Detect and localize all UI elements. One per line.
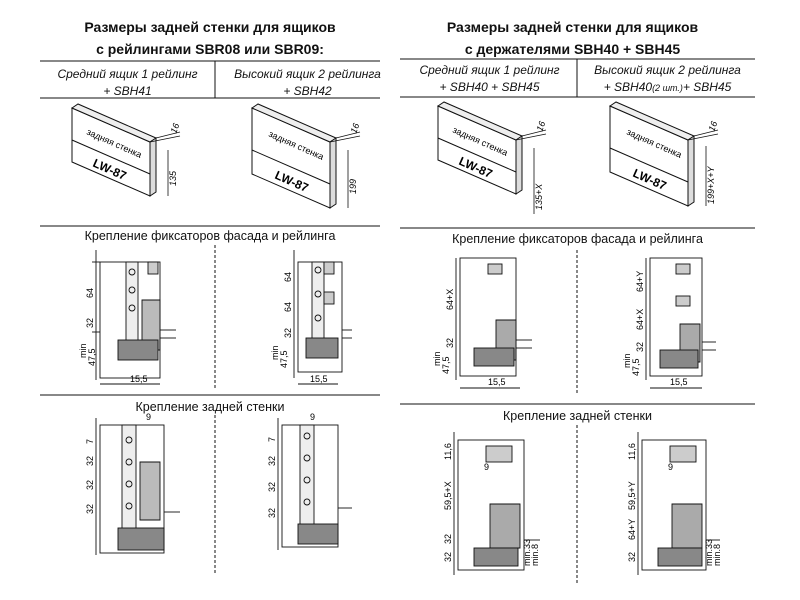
back-detail-r1	[453, 432, 540, 575]
dim-475-l2: 47,5	[279, 350, 289, 368]
right-col2-line2a: + SBH40	[603, 80, 653, 94]
dim-135: 135	[168, 170, 178, 186]
dim-32-l2b: 32	[267, 482, 277, 492]
dim-9-l2: 9	[310, 412, 315, 422]
dim-9-r2: 9	[668, 462, 673, 472]
right-title: Размеры задней стенки для ящиков с держа…	[405, 16, 740, 60]
dim-116-r2: 11,6	[627, 443, 637, 460]
dim-7-l1: 7	[85, 439, 95, 444]
dim-64y-r2: 64+Y	[635, 271, 645, 292]
right-col2-heading: Высокий ящик 2 рейлинга + SBH40(2 шт.)+ …	[580, 62, 755, 97]
dim-min8-r2: min.8	[712, 544, 722, 566]
dim-32-r1b: 32	[443, 552, 453, 562]
dim-16-l2: 16	[348, 122, 361, 135]
left-col1-heading: Средний ящик 1 рейлинг + SBH41	[40, 66, 215, 100]
dim-min8-r1: min.8	[530, 544, 540, 566]
dim-32-r2a: 32	[627, 552, 637, 562]
right-col1-line2: + SBH40 + SBH45	[439, 80, 540, 94]
dim-min-r1: min	[432, 351, 442, 366]
left-col1-line2: + SBH41	[103, 84, 152, 98]
dim-32-r1: 32	[445, 338, 455, 348]
left-col2-line2: + SBH42	[283, 84, 332, 98]
left-title-line1: Размеры задней стенки для ящиков	[84, 19, 336, 35]
mount-detail-r1	[455, 257, 532, 389]
left-back-heading: Крепление задней стенки	[135, 400, 285, 414]
right-col1-heading: Средний ящик 1 рейлинг + SBH40 + SBH45	[402, 62, 577, 96]
dim-116-r1: 11,6	[443, 443, 453, 460]
dim-min-l1: min	[78, 343, 88, 358]
dim-595y-r2: 59,5+Y	[627, 481, 637, 510]
left-col1-line1: Средний ящик 1 рейлинг	[57, 67, 198, 81]
dim-16-l1: 16	[168, 122, 181, 135]
dim-595x-r1: 59,5+X	[443, 481, 453, 510]
back-panel-right-2	[608, 101, 696, 207]
dim-475-r2: 47,5	[631, 358, 641, 376]
right-col2-line2b: (2 шт.)	[652, 83, 683, 93]
dim-64x-r2: 64+X	[635, 309, 645, 330]
dim-64x-r1: 64+X	[445, 289, 455, 310]
left-mount-heading: Крепление фиксаторов фасада и рейлинга	[84, 229, 336, 243]
dim-64-l1: 64	[85, 288, 95, 298]
dim-155-r2: 15,5	[670, 377, 688, 387]
right-col2-line2: + SBH40(2 шт.)+ SBH45	[580, 79, 755, 97]
dim-32-l2a: 32	[267, 456, 277, 466]
dim-32-l1: 32	[85, 318, 95, 328]
back-detail-l1	[95, 418, 180, 555]
mount-detail-r2	[645, 257, 716, 389]
back-detail-l2	[277, 418, 352, 550]
left-title-line2: с рейлингами SBR08 или SBR09:	[96, 41, 324, 57]
dim-155-r1: 15,5	[488, 377, 506, 387]
dim-9-r1: 9	[484, 462, 489, 472]
dim-199: 199	[348, 179, 358, 194]
dim-64-l2b: 64	[283, 302, 293, 312]
right-back-heading: Крепление задней стенки	[503, 409, 652, 423]
dim-32-l2: 32	[283, 328, 293, 338]
dim-32-r2: 32	[635, 342, 645, 352]
dim-32-l1a: 32	[85, 456, 95, 466]
dim-135x: 135+X	[534, 183, 544, 210]
dim-199xy: 199+X+Y	[706, 165, 716, 204]
right-title-line2: с держателями SBH40 + SBH45	[464, 41, 681, 57]
dim-32-l2c: 32	[267, 508, 277, 518]
dim-7-l2: 7	[267, 437, 277, 442]
right-title-line1: Размеры задней стенки для ящиков	[446, 19, 699, 35]
dim-155-l1: 15,5	[130, 374, 148, 384]
dim-475-r1: 47,5	[441, 356, 451, 374]
dim-64-l2a: 64	[283, 272, 293, 282]
mount-detail-l1	[92, 250, 176, 385]
dim-32-l1b: 32	[85, 480, 95, 490]
right-col1-line1: Средний ящик 1 рейлинг	[419, 63, 560, 77]
mount-detail-l2	[293, 250, 352, 385]
dim-32-l1c: 32	[85, 504, 95, 514]
dim-475-l1: 47,5	[87, 348, 97, 366]
right-mount-heading: Крепление фиксаторов фасада и рейлинга	[452, 232, 703, 246]
dim-16-r1: 16	[534, 120, 547, 133]
dim-min-l2: min	[270, 345, 280, 360]
right-col2-line2c: + SBH45	[682, 80, 732, 94]
right-col2-line1: Высокий ящик 2 рейлинга	[594, 63, 741, 77]
back-detail-r2	[637, 432, 720, 575]
dim-155-l2: 15,5	[310, 374, 328, 384]
dim-min33-r1: min.33	[522, 539, 532, 566]
left-col2-heading: Высокий ящик 2 рейлинга + SBH42	[220, 66, 395, 100]
frame-lines	[40, 58, 755, 585]
back-panel-left-2	[250, 103, 338, 209]
dim-64y-r2b: 64+Y	[627, 519, 637, 540]
left-title: Размеры задней стенки для ящиков с рейли…	[40, 16, 380, 60]
dim-min-r2: min	[622, 353, 632, 368]
dim-32-r1a: 32	[443, 534, 453, 544]
dim-min33-r2: min.33	[704, 539, 714, 566]
dim-16-r2: 16	[706, 120, 719, 133]
left-col2-line1: Высокий ящик 2 рейлинга	[234, 67, 381, 81]
dim-9-l1: 9	[146, 412, 151, 422]
